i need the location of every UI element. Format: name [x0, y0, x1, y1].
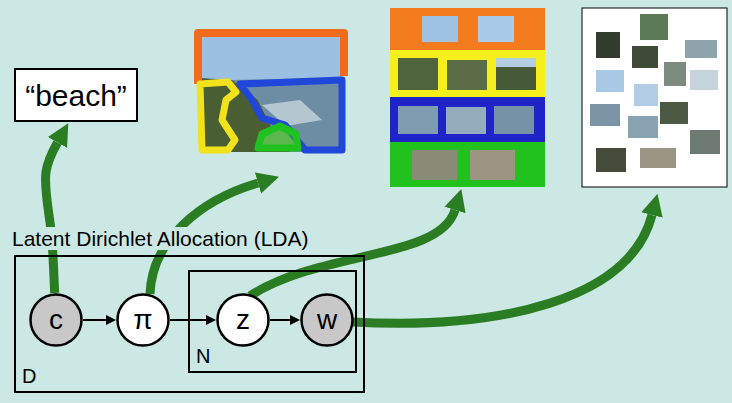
thumbnail — [478, 16, 514, 42]
thumbnail — [446, 107, 486, 134]
variable-name: π — [133, 305, 152, 336]
yellow-band — [390, 50, 545, 97]
patch — [664, 62, 686, 86]
node-circle — [218, 295, 269, 346]
mapping-arrow — [352, 215, 652, 323]
node-circle — [31, 295, 82, 346]
connector — [270, 319, 290, 321]
thumbnail-sky — [496, 58, 536, 67]
node-circle — [302, 295, 353, 346]
observed-node: w — [300, 293, 354, 347]
patch — [628, 116, 658, 138]
sky-outline — [198, 33, 344, 84]
patch — [596, 32, 620, 58]
green-band — [390, 142, 545, 187]
sand-outline — [258, 126, 298, 148]
patch — [596, 148, 626, 172]
latent-node: z — [216, 293, 270, 347]
patch — [634, 84, 658, 106]
blue-band — [390, 97, 545, 142]
variable-name: w — [317, 305, 337, 336]
plate-heading: Latent Dirichlet Allocation (LDA) — [10, 227, 310, 250]
variable-name: c — [49, 305, 63, 336]
patch — [596, 70, 624, 92]
inner-plate: Nz w — [188, 270, 357, 373]
plate-label: D — [22, 365, 36, 387]
latent-node: π — [116, 293, 170, 347]
thumbnail — [496, 58, 536, 90]
patch — [640, 148, 676, 168]
thumbnail — [470, 150, 515, 180]
thumbnail — [412, 150, 457, 180]
thumbnail — [422, 16, 458, 42]
model-plate: Latent Dirichlet Allocation (LDA)DcπNzw — [14, 255, 365, 393]
ocean-outline — [240, 80, 342, 150]
cliff-outline — [200, 82, 236, 150]
orange-band — [390, 8, 545, 50]
mapping-arrow — [250, 210, 455, 296]
patch-panel — [582, 8, 727, 187]
thumbnail — [447, 60, 487, 90]
plate-label: N — [196, 345, 210, 367]
visual-words — [582, 8, 727, 187]
patch — [690, 130, 720, 154]
connector — [83, 319, 106, 321]
thumbnail — [398, 58, 438, 90]
variable-name: z — [236, 305, 250, 336]
thumbnail — [398, 106, 438, 134]
node-circle — [118, 295, 169, 346]
connector — [45, 142, 57, 293]
topic-bands — [390, 8, 545, 187]
class-label: “beach” — [25, 79, 127, 112]
thumbnail — [494, 106, 534, 134]
label-box: “beach” — [14, 68, 138, 122]
patch — [660, 102, 688, 124]
segmented-photo — [198, 33, 344, 152]
patch — [640, 14, 668, 40]
patch — [690, 70, 718, 90]
patch — [632, 46, 658, 68]
observed-node: c — [29, 293, 83, 347]
patch — [590, 104, 620, 126]
patch — [685, 40, 717, 58]
